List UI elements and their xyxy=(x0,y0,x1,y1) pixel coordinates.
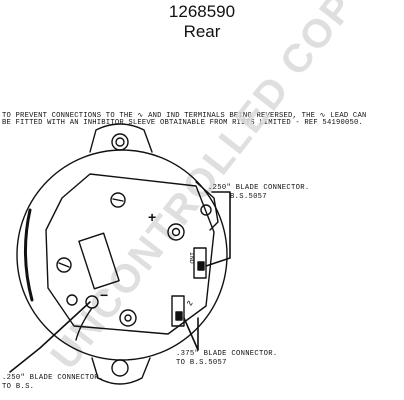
leader-line-250-bottom xyxy=(9,301,91,373)
bottom-mounting-lug xyxy=(91,357,151,385)
plus-mark: + xyxy=(148,209,156,225)
output-terminal-stud xyxy=(171,227,181,237)
cover-screw-left xyxy=(56,257,72,273)
cover-screw-top-slot xyxy=(112,198,124,202)
ind-terminal-label: IND xyxy=(188,252,195,264)
connector-250-top-line2: B.S.5057 xyxy=(230,193,267,201)
output-terminal xyxy=(167,223,185,241)
lower-terminal xyxy=(119,309,137,327)
cover-screw-left-slot xyxy=(58,262,70,268)
ind-terminal-block xyxy=(193,247,207,279)
bottom-lug-hole xyxy=(111,359,129,377)
view-title: Rear xyxy=(183,22,221,41)
connector-250-bottom-label: .250" BLADE CONNECTOR. TO B.S. xyxy=(2,374,104,392)
cover-screw-lower-left xyxy=(66,294,78,306)
connector-375-line1: .375" BLADE CONNECTOR. xyxy=(176,350,278,358)
right-ear-hole xyxy=(200,204,212,216)
note-line-1: TO PREVENT CONNECTIONS TO THE ∿ AND IND … xyxy=(2,112,367,120)
negative-terminal xyxy=(85,295,99,309)
top-lug-hole xyxy=(111,133,129,151)
connector-375-label: .375" BLADE CONNECTOR. TO B.S.5057 xyxy=(176,350,278,368)
connector-375-line2: TO B.S.5057 xyxy=(176,359,227,367)
part-number: 1268590 xyxy=(168,2,236,21)
connector-250-bottom-line2: TO B.S. xyxy=(2,383,35,391)
lead-wire xyxy=(75,307,93,341)
top-mounting-lug xyxy=(89,123,153,153)
rear-cover-plate xyxy=(45,173,215,335)
connector-250-top-line1: .250" BLADE CONNECTOR. xyxy=(208,184,310,192)
note-line-2: BE FITTED WITH AN INHIBITOR SLEEVE OBTAI… xyxy=(2,119,364,127)
cover-screw-top xyxy=(110,192,126,208)
ind-blade xyxy=(197,261,205,271)
leader-line-375 xyxy=(183,317,199,351)
ac-terminal-label: ∿ xyxy=(186,299,194,309)
left-shading xyxy=(24,208,34,302)
brush-box xyxy=(78,232,120,290)
right-ear xyxy=(195,181,219,231)
ac-terminal-block xyxy=(171,295,185,327)
lower-terminal-stud xyxy=(124,314,132,322)
leader-line-250-top xyxy=(205,191,231,267)
ac-blade xyxy=(175,311,183,321)
connector-250-bottom-line1: .250" BLADE CONNECTOR. xyxy=(2,374,104,382)
connector-250-top-label: .250" BLADE CONNECTOR. B.S.5057 xyxy=(208,184,310,202)
top-lug-hole-inner xyxy=(115,137,125,147)
minus-mark: − xyxy=(100,287,108,303)
